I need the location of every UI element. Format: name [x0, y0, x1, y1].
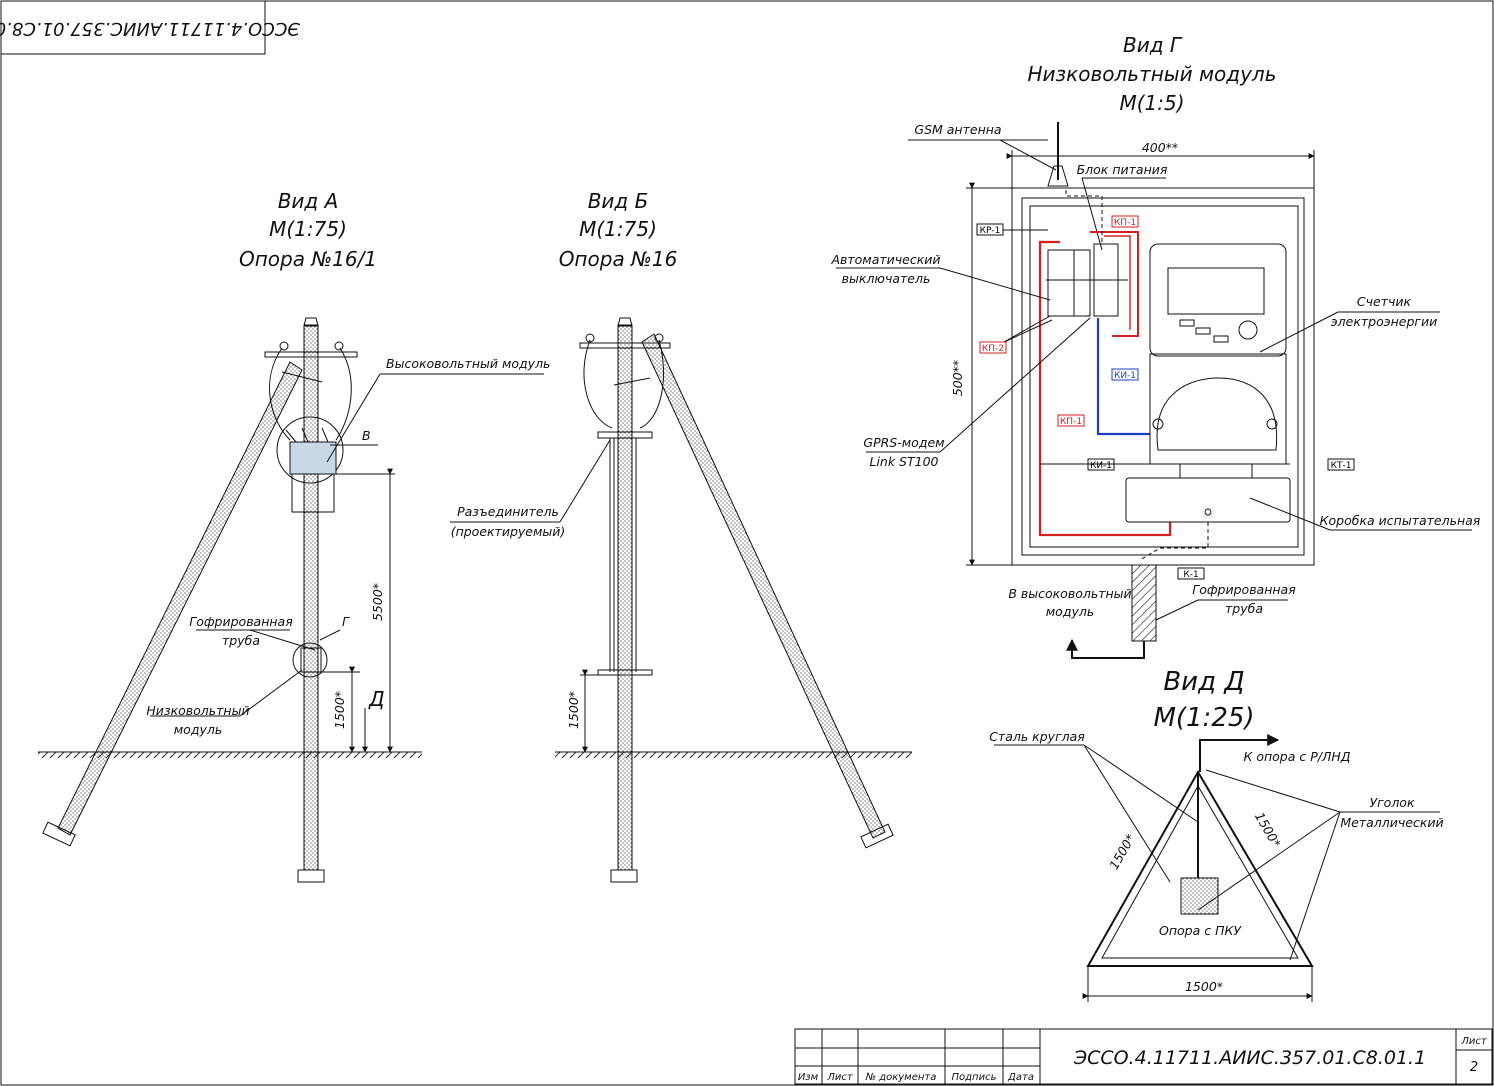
circuit-breaker: [1047, 249, 1075, 317]
view-d-title: Вид Д: [1163, 667, 1244, 697]
marker-v: В: [362, 428, 371, 443]
dim-tri-bottom: 1500*: [1185, 979, 1223, 994]
label-meter-2: электроэнергии: [1331, 314, 1437, 329]
view-d-scale: М(1:25): [1153, 703, 1254, 733]
label-test-box: Коробка испытательная: [1320, 513, 1481, 528]
label-lv-module-1: Низковольтный: [146, 703, 249, 718]
marker-g: Г: [342, 614, 350, 629]
top-stamp: ЭССО.4.11711.АИИС.357.01.С8.01.1: [0, 0, 301, 55]
label-corrugated-g1: Гофрированная: [1192, 582, 1296, 597]
tb-header-list: Лист: [826, 1072, 854, 1083]
label-disconnector-2: (проектируемый): [451, 524, 566, 539]
dim-tri-left: 1500*: [1106, 832, 1138, 872]
label-power-block: Блок питания: [1077, 162, 1168, 177]
label-gsm: GSM антенна: [914, 122, 1001, 137]
strut-a: [57, 361, 303, 836]
view-b: Вид Б М(1:75) Опора №16 Разъединитель (п…: [450, 189, 912, 883]
view-g-title: Вид Г: [1123, 33, 1183, 57]
view-b-pole: Опора №16: [559, 247, 678, 271]
tb-header-izm: Изм: [798, 1072, 819, 1083]
tb-sheet-number: 2: [1470, 1060, 1478, 1075]
dim-5500: 5500*: [370, 583, 385, 621]
marker-d: Д: [368, 687, 385, 711]
view-a-pole: Опора №16/1: [239, 247, 377, 271]
cable-k1: К-1: [1183, 570, 1198, 580]
dim-400: 400**: [1142, 140, 1178, 155]
view-b-title: Вид Б: [588, 189, 649, 213]
dim-tri-right: 1500*: [1252, 810, 1284, 850]
tb-sheet-label: Лист: [1460, 1036, 1488, 1047]
label-disconnector-1: Разъединитель: [457, 504, 559, 519]
energy-meter: [1149, 243, 1287, 357]
dim-1500-b: 1500*: [566, 691, 581, 729]
view-a-scale: М(1:75): [269, 217, 347, 241]
cable-kp1: КР-1: [980, 226, 1001, 236]
view-g: Вид Г Низковольтный модуль М(1:5): [830, 33, 1481, 659]
corrugated-pipe: [1131, 564, 1157, 642]
label-angle-2: Металлический: [1340, 815, 1443, 830]
ground-triangle: [1086, 769, 1314, 967]
pole-main-a: [303, 324, 319, 871]
label-breaker-1: Автоматический: [830, 252, 940, 267]
pole-main-b: [617, 324, 633, 871]
view-a: Вид А М(1:75) Опора №16/1: [38, 189, 550, 883]
label-lv-module-2: модуль: [174, 722, 222, 737]
label-to-hv-1: В высоковольтный: [1008, 586, 1131, 601]
view-a-title: Вид А: [278, 189, 339, 213]
dim-500: 500**: [950, 360, 965, 396]
label-hv-module: Высоковольтный модуль: [386, 356, 550, 371]
label-meter-1: Счетчик: [1357, 294, 1412, 309]
label-breaker-2: выключатель: [842, 271, 931, 286]
tb-header-sign: Подпись: [952, 1072, 997, 1083]
view-d: Вид Д М(1:25) Сталь круглая К опора с Р/…: [989, 667, 1444, 1002]
label-to-pole: К опора с Р/ЛНД: [1243, 749, 1350, 764]
label-steel-round: Сталь круглая: [989, 729, 1085, 744]
test-box: [1125, 477, 1291, 523]
label-corrugated-g2: труба: [1225, 601, 1263, 616]
cable-ki1-blue: КИ-1: [1114, 371, 1136, 381]
view-g-subtitle: Низковольтный модуль: [1027, 62, 1276, 86]
cable-kt1: КТ-1: [1331, 461, 1352, 471]
tb-doc-code: ЭССО.4.11711.АИИС.357.01.С8.01.1: [1073, 1047, 1426, 1069]
hv-module-box: [289, 441, 337, 475]
title-block: Изм Лист № документа Подпись Дата ЭССО.4…: [794, 1028, 1493, 1085]
tb-header-date: Дата: [1007, 1072, 1034, 1083]
lv-cabinet: [1011, 187, 1315, 566]
label-to-hv-2: модуль: [1046, 604, 1094, 619]
view-g-scale: М(1:5): [1119, 91, 1184, 115]
cable-kp2: КП-2: [982, 344, 1004, 354]
label-angle-1: Уголок: [1369, 795, 1414, 810]
label-pole-pku: Опора с ПКУ: [1159, 923, 1242, 938]
label-corrugated-a2: труба: [222, 633, 260, 648]
cable-kp1-mid: КП-1: [1060, 417, 1082, 427]
lv-module-a: [300, 647, 322, 673]
stamp-code: ЭССО.4.11711.АИИС.357.01.С8.01.1: [0, 18, 301, 39]
strut-b: [641, 333, 886, 839]
view-b-scale: М(1:75): [579, 217, 657, 241]
tb-header-doc: № документа: [865, 1072, 937, 1083]
label-corrugated-a1: Гофрированная: [189, 614, 293, 629]
dim-1500-a: 1500*: [332, 691, 347, 729]
label-gprs-2: Link ST100: [869, 454, 938, 469]
label-gprs-1: GPRS-модем: [863, 435, 944, 450]
cable-kp1-red: КП-1: [1114, 218, 1136, 228]
cable-ki1: КИ-1: [1090, 461, 1112, 471]
